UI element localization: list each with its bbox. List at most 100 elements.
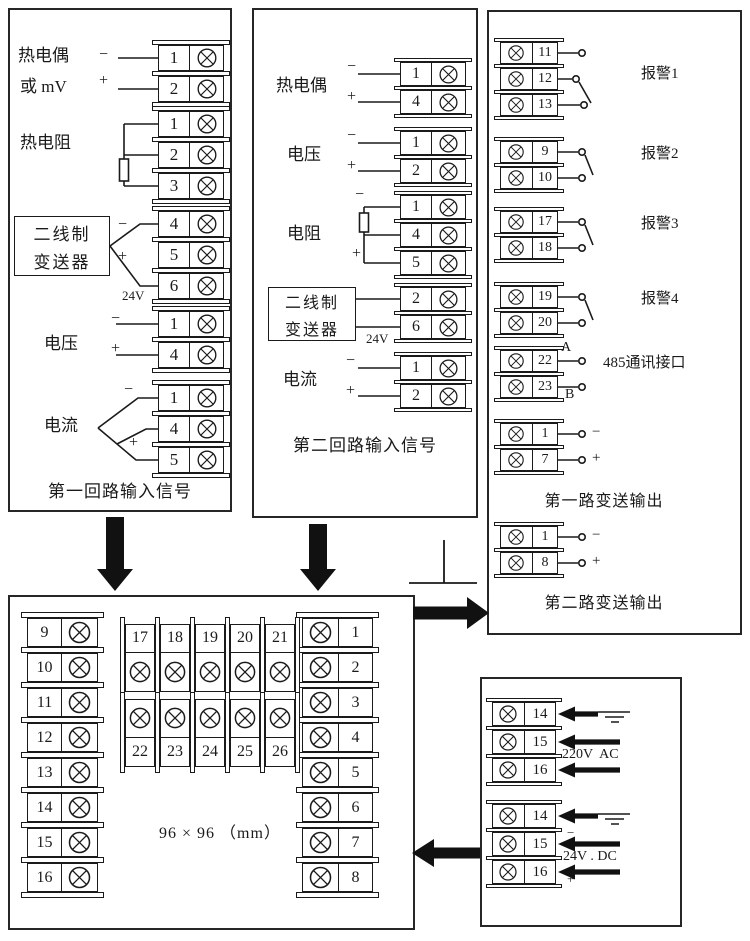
terminal-strip-bar — [394, 114, 472, 118]
loop1-tx-24v-label: 24V — [122, 288, 145, 303]
terminal-screw — [62, 864, 97, 891]
retrans1-minus: − — [592, 424, 601, 440]
screw-terminal-icon — [234, 661, 256, 682]
terminal: 2 — [400, 159, 466, 183]
ac-power-label: 220V AC — [562, 747, 619, 762]
terminal: 5 — [302, 758, 373, 787]
terminal-strip-bar — [394, 275, 472, 279]
terminal: 4 — [400, 90, 466, 114]
terminal: 2 — [400, 384, 466, 408]
terminal-strip-bar — [494, 334, 564, 338]
tee-symbol — [409, 540, 477, 584]
terminal: 23 — [160, 698, 190, 767]
terminal-number: 22 — [531, 351, 557, 371]
terminal-strip-bar — [486, 856, 562, 860]
terminal: 7 — [500, 449, 558, 471]
loop1-current-label: 电流 — [44, 416, 78, 435]
loop2-tx-24v-label: 24V — [366, 331, 389, 346]
alarm2-label: 报警2 — [641, 146, 679, 162]
terminal: 2 — [302, 653, 373, 682]
terminal-number: 2 — [401, 385, 433, 407]
terminal-number: 18 — [161, 625, 189, 653]
terminal-number: 4 — [337, 724, 372, 751]
terminal-screw — [501, 450, 532, 470]
terminal: 12 — [500, 68, 558, 90]
terminal: 22 — [500, 350, 558, 372]
terminal-strip-bar — [296, 787, 379, 793]
terminal-screw — [432, 357, 465, 379]
terminal-screw — [432, 316, 465, 338]
terminal-number: 4 — [401, 91, 433, 113]
terminal-screw — [501, 212, 532, 232]
terminal-screw — [303, 794, 338, 821]
terminal-strip-bar — [296, 892, 379, 898]
terminal: 4 — [158, 416, 224, 442]
terminal: 20 — [230, 623, 260, 692]
terminal-screw — [190, 448, 223, 472]
terminal: 1 — [400, 62, 466, 86]
screw-terminal-icon — [499, 863, 518, 881]
terminal-screw — [190, 312, 223, 336]
terminal: 1 — [500, 423, 558, 445]
terminal-strip-bar — [394, 183, 472, 187]
loop1-voltage-minus: − — [111, 310, 121, 327]
terminal-screw — [62, 689, 97, 716]
terminal-strip-bar — [152, 299, 230, 304]
terminal-strip-bar — [494, 207, 564, 211]
terminal-number: 19 — [531, 287, 557, 307]
terminal-screw — [126, 700, 154, 738]
screw-terminal-icon — [439, 253, 458, 273]
loop1-current-minus: − — [124, 381, 134, 398]
terminal-strip-bar — [394, 191, 472, 195]
screw-terminal-icon — [499, 761, 518, 779]
terminal-screw — [303, 619, 338, 646]
terminal-strip-bar — [152, 473, 230, 478]
terminal-number: 15 — [523, 833, 555, 855]
screw-terminal-icon — [68, 866, 91, 889]
terminal-screw — [432, 288, 465, 310]
terminal-number: 14 — [28, 794, 63, 821]
terminal-strip-bar — [295, 617, 300, 698]
screw-terminal-icon — [499, 705, 518, 723]
screw-terminal-icon — [68, 761, 91, 784]
terminal: 14 — [492, 702, 556, 726]
loop1-thermocouple-label: 热电偶 — [18, 46, 69, 65]
screw-terminal-icon — [129, 707, 151, 729]
screw-terminal-icon — [439, 317, 458, 337]
terminal-screw — [190, 343, 223, 367]
terminal-strip-bar — [295, 692, 300, 773]
terminal: 16 — [27, 863, 98, 892]
terminal-strip-bar — [21, 822, 104, 828]
terminal: 26 — [265, 698, 295, 767]
terminal: 15 — [492, 730, 556, 754]
dc-plus: + — [567, 871, 575, 886]
terminal: 20 — [500, 312, 558, 334]
terminal-number: 18 — [531, 238, 557, 258]
rs485-b-label: B — [565, 387, 575, 402]
terminal: 16 — [492, 860, 556, 884]
terminal-strip-bar — [494, 419, 564, 423]
terminal-screw — [190, 46, 223, 70]
screw-terminal-icon — [508, 240, 525, 256]
terminal-number: 1 — [401, 132, 433, 154]
terminal-strip-bar — [152, 199, 230, 204]
screw-terminal-icon — [439, 161, 458, 181]
loop2-caption: 第二回路输入信号 — [293, 436, 437, 455]
terminal-strip-bar — [494, 522, 564, 526]
terminal-number: 1 — [531, 527, 557, 547]
terminal-strip-bar — [486, 754, 562, 758]
terminal: 5 — [158, 242, 224, 268]
terminal: 5 — [400, 251, 466, 275]
terminal-number: 16 — [523, 759, 555, 781]
terminal-strip-bar — [296, 857, 379, 863]
terminal-number: 8 — [531, 553, 557, 573]
screw-terminal-icon — [439, 358, 458, 378]
terminal-strip-bar — [486, 828, 562, 832]
